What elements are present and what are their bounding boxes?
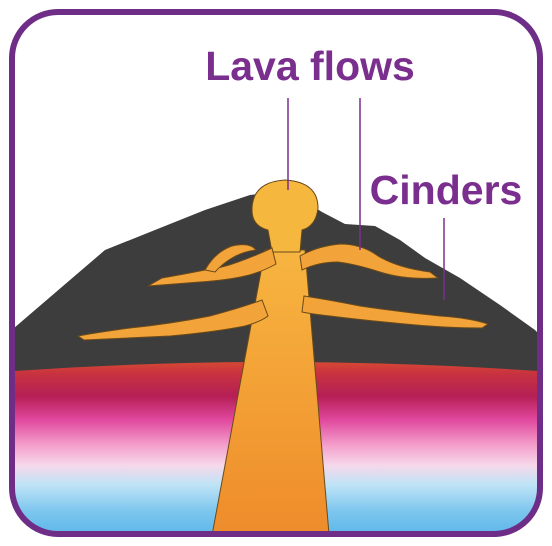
lava-flow-upper-left bbox=[147, 247, 277, 287]
lava-flow-lower-left bbox=[76, 299, 269, 341]
diagram-frame bbox=[9, 9, 543, 537]
summit-lava-dome bbox=[251, 179, 319, 253]
lava-flow-lower-right bbox=[301, 295, 490, 329]
lava-flow-left-arm bbox=[204, 244, 257, 273]
label-lava-flows: Lava flows bbox=[205, 43, 415, 89]
label-cinders: Cinders bbox=[370, 167, 523, 213]
lava-flow-right-upper bbox=[299, 243, 440, 279]
